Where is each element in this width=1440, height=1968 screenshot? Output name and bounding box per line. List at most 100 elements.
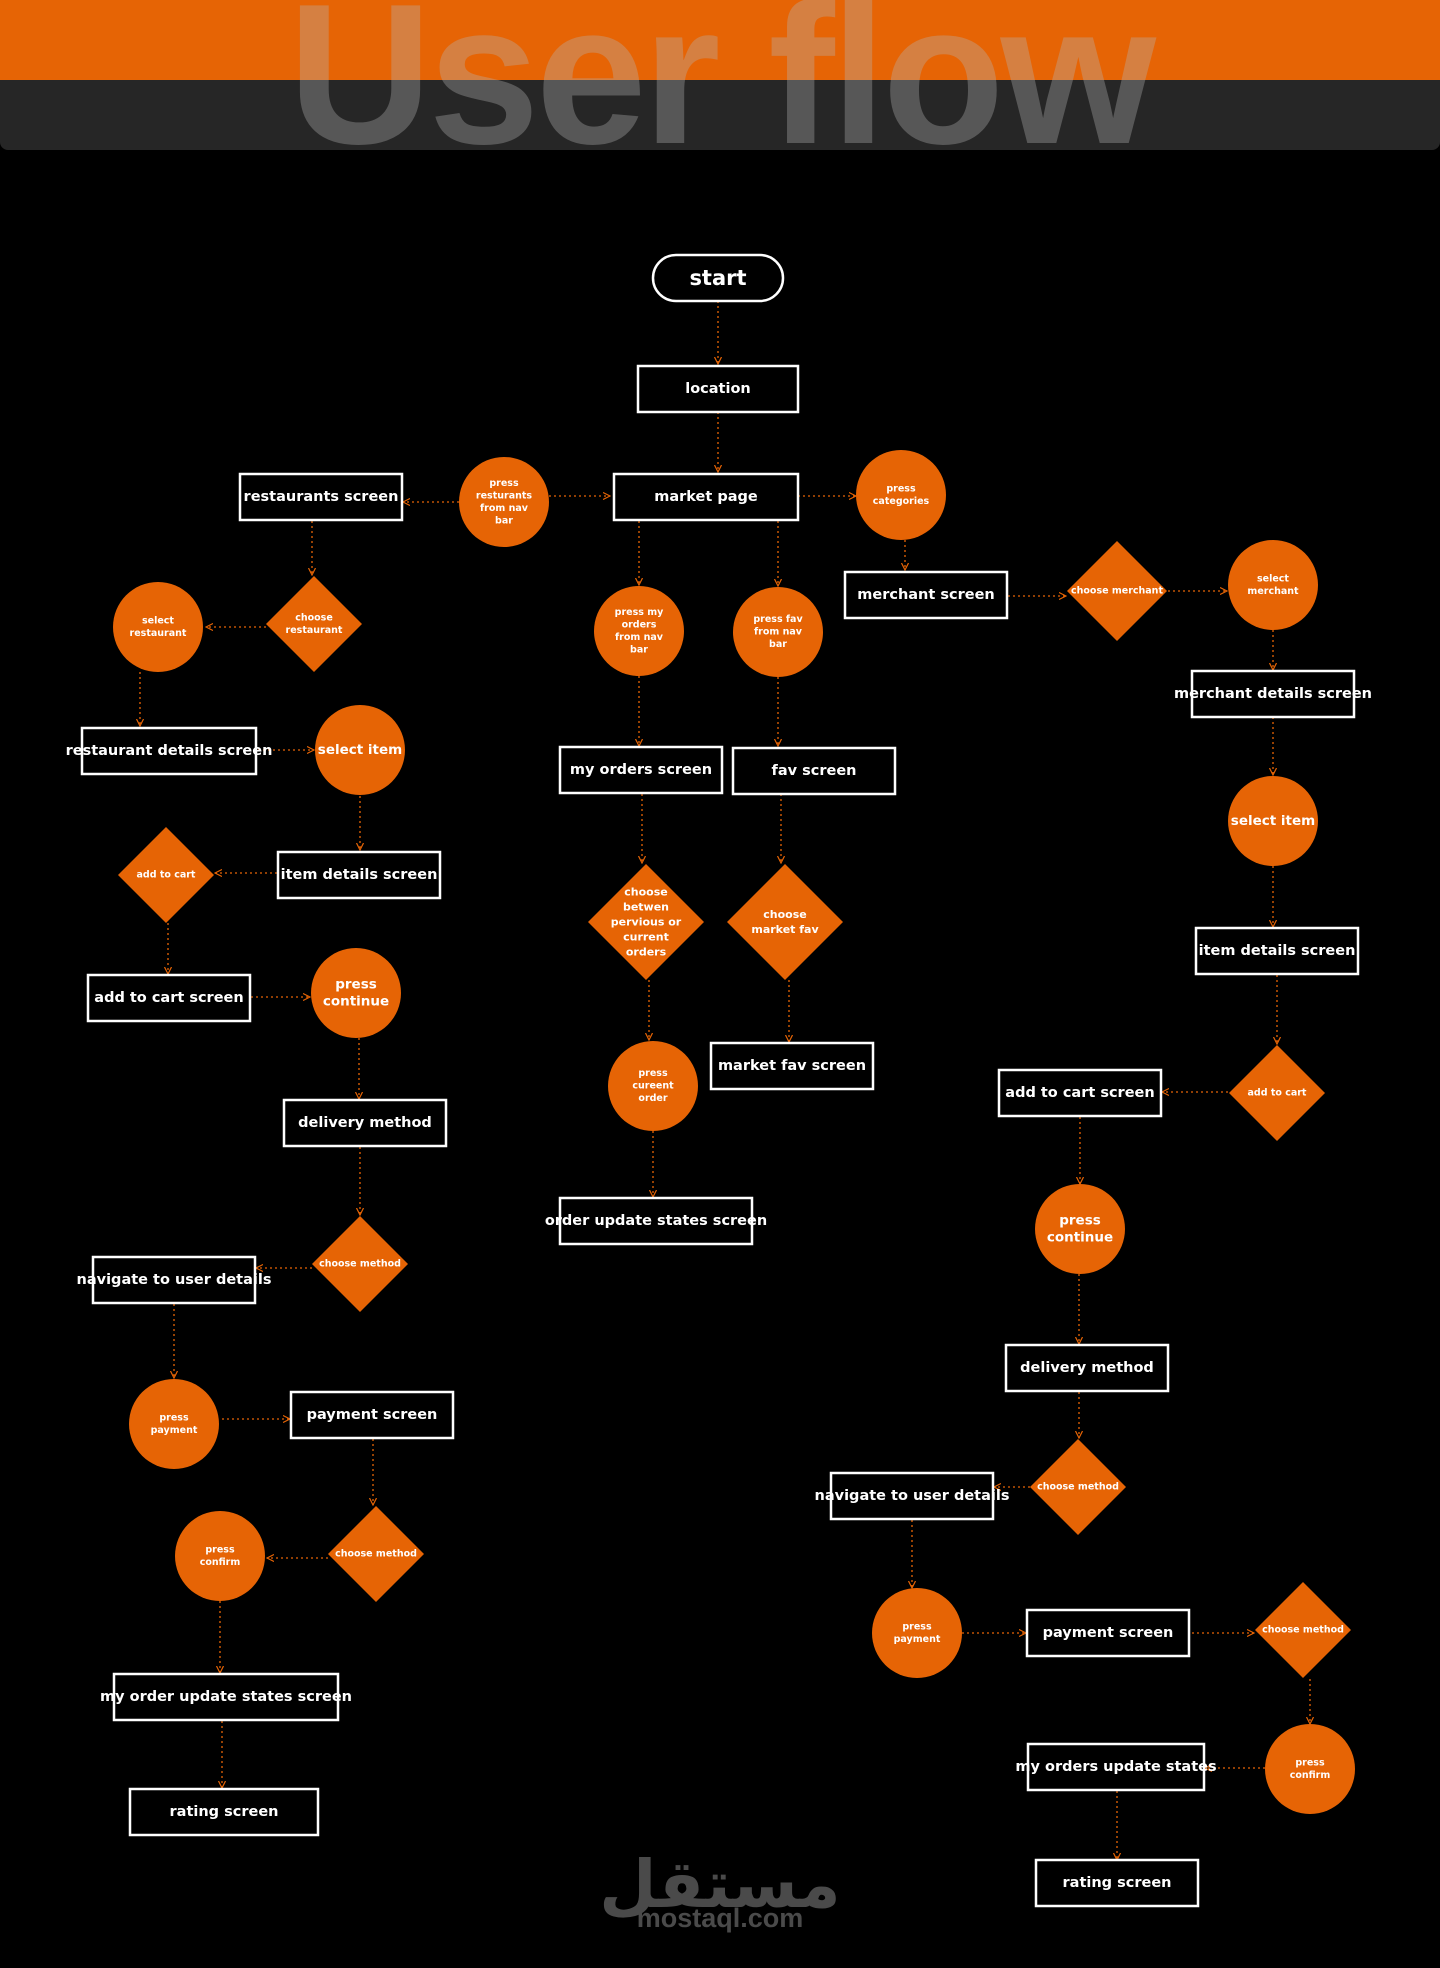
press-categories-shape [856,450,946,540]
node-my-orders-update-r: my orders update states [1015,1742,1217,1792]
choose-restaurant-label: restaurant [286,625,343,636]
rating-r-label: rating screen [1063,1875,1172,1891]
press-confirm-l-label: confirm [200,1557,241,1568]
merchant-screen-label: merchant screen [857,587,994,603]
merchant-details-shape [1190,669,1356,719]
press-fav-label: press fav [753,614,803,625]
select-merchant-shape [1228,540,1318,630]
select-merchant-label: select [1257,573,1289,584]
navigate-user-r-label: navigate to user details [815,1488,1010,1504]
select-merchant-label: merchant [1247,586,1299,597]
node-add-to-cart-d-r: add to cart [1229,1045,1325,1141]
item-details-l-label: item details screen [281,867,438,883]
choose-orders-label: pervious or [611,916,682,929]
delivery-method-r-shape [1004,1343,1170,1393]
payment-screen-l-shape [289,1390,455,1440]
page-title: User flow [287,0,1156,186]
press-categories-label: categories [873,496,930,507]
start-label: start [689,266,746,290]
press-confirm-l-label: press [205,1544,235,1555]
node-choose-method-r2: choose method [1255,1582,1351,1678]
press-current-order-label: press [638,1068,668,1079]
press-my-orders-label: bar [630,644,648,655]
choose-market-fav-label: choose [763,908,806,921]
press-my-orders-shape [594,586,684,676]
press-restaurants-label: press [489,478,519,489]
choose-merchant-shape [1067,541,1167,641]
node-location: location [636,364,800,414]
item-details-l-shape [276,850,442,900]
payment-screen-l-label: payment screen [307,1407,438,1423]
node-fav-screen: fav screen [731,746,897,796]
node-item-details-r: item details screen [1194,926,1360,976]
market-fav-screen-shape [709,1041,875,1091]
location-shape [636,364,800,414]
my-orders-update-r-shape [1026,1742,1206,1792]
delivery-method-r-label: delivery method [1020,1360,1154,1376]
market-page-shape [612,472,800,522]
node-navigate-user-l: navigate to user details [77,1255,272,1305]
choose-orders-label: betwen [623,901,669,914]
my-orders-update-r-label: my orders update states [1015,1759,1216,1775]
node-select-item-r: select item [1228,776,1318,866]
choose-method-r1-label: choose method [1037,1482,1119,1493]
add-to-cart-screen-l-shape [86,973,252,1023]
node-restaurants-screen: restaurants screen [238,472,404,522]
press-my-orders-label: from nav [615,632,664,643]
node-merchant-details: merchant details screen [1174,669,1372,719]
press-payment-r-shape [872,1588,962,1678]
press-fav-label: from nav [754,627,803,638]
press-continue-r-label: continue [1047,1230,1113,1246]
header-banner-dark [0,80,1440,150]
node-select-item-l: select item [315,705,405,795]
restaurant-details-label: restaurant details screen [66,743,273,759]
node-order-update-states: order update states screen [545,1196,767,1246]
add-to-cart-screen-r-shape [997,1068,1163,1118]
choose-method-r2-shape [1255,1582,1351,1678]
node-start: start [651,253,785,303]
choose-method-r1-shape [1030,1439,1126,1535]
press-current-order-shape [608,1041,698,1131]
press-current-order-label: order [638,1093,667,1104]
node-add-to-cart-d-l: add to cart [118,827,214,923]
navigate-user-l-shape [91,1255,257,1305]
add-to-cart-d-r-shape [1229,1045,1325,1141]
press-restaurants-label: bar [495,515,513,526]
header-banner-orange [0,0,1440,80]
select-item-r-shape [1228,776,1318,866]
press-continue-r-label: press [1059,1213,1101,1229]
choose-restaurant-label: choose [295,612,333,623]
payment-screen-r-label: payment screen [1043,1625,1174,1641]
add-to-cart-screen-r-label: add to cart screen [1005,1085,1154,1101]
press-fav-shape [733,587,823,677]
choose-method-l1-shape [312,1216,408,1312]
node-rating-r: rating screen [1034,1858,1200,1908]
add-to-cart-d-l-label: add to cart [137,870,196,881]
navigate-user-l-label: navigate to user details [77,1272,272,1288]
node-my-orders-screen: my orders screen [558,745,724,795]
market-fav-screen-label: market fav screen [718,1058,866,1074]
order-update-states-shape [558,1196,754,1246]
choose-market-fav-shape [727,864,843,980]
press-payment-l-shape [129,1379,219,1469]
choose-market-fav-label: market fav [751,923,819,936]
press-restaurants-shape [459,457,549,547]
press-fav-label: bar [769,639,787,650]
select-restaurant-label: select [142,615,174,626]
choose-restaurant-shape [266,576,362,672]
node-press-categories: press categories [856,450,946,540]
node-select-merchant: select merchant [1228,540,1318,630]
navigate-user-r-shape [829,1471,995,1521]
node-choose-method-l1: choose method [312,1216,408,1312]
node-item-details-l: item details screen [276,850,442,900]
choose-merchant-label: choose merchant [1071,586,1163,597]
press-continue-r-shape [1035,1184,1125,1274]
press-categories-label: press [886,483,916,494]
